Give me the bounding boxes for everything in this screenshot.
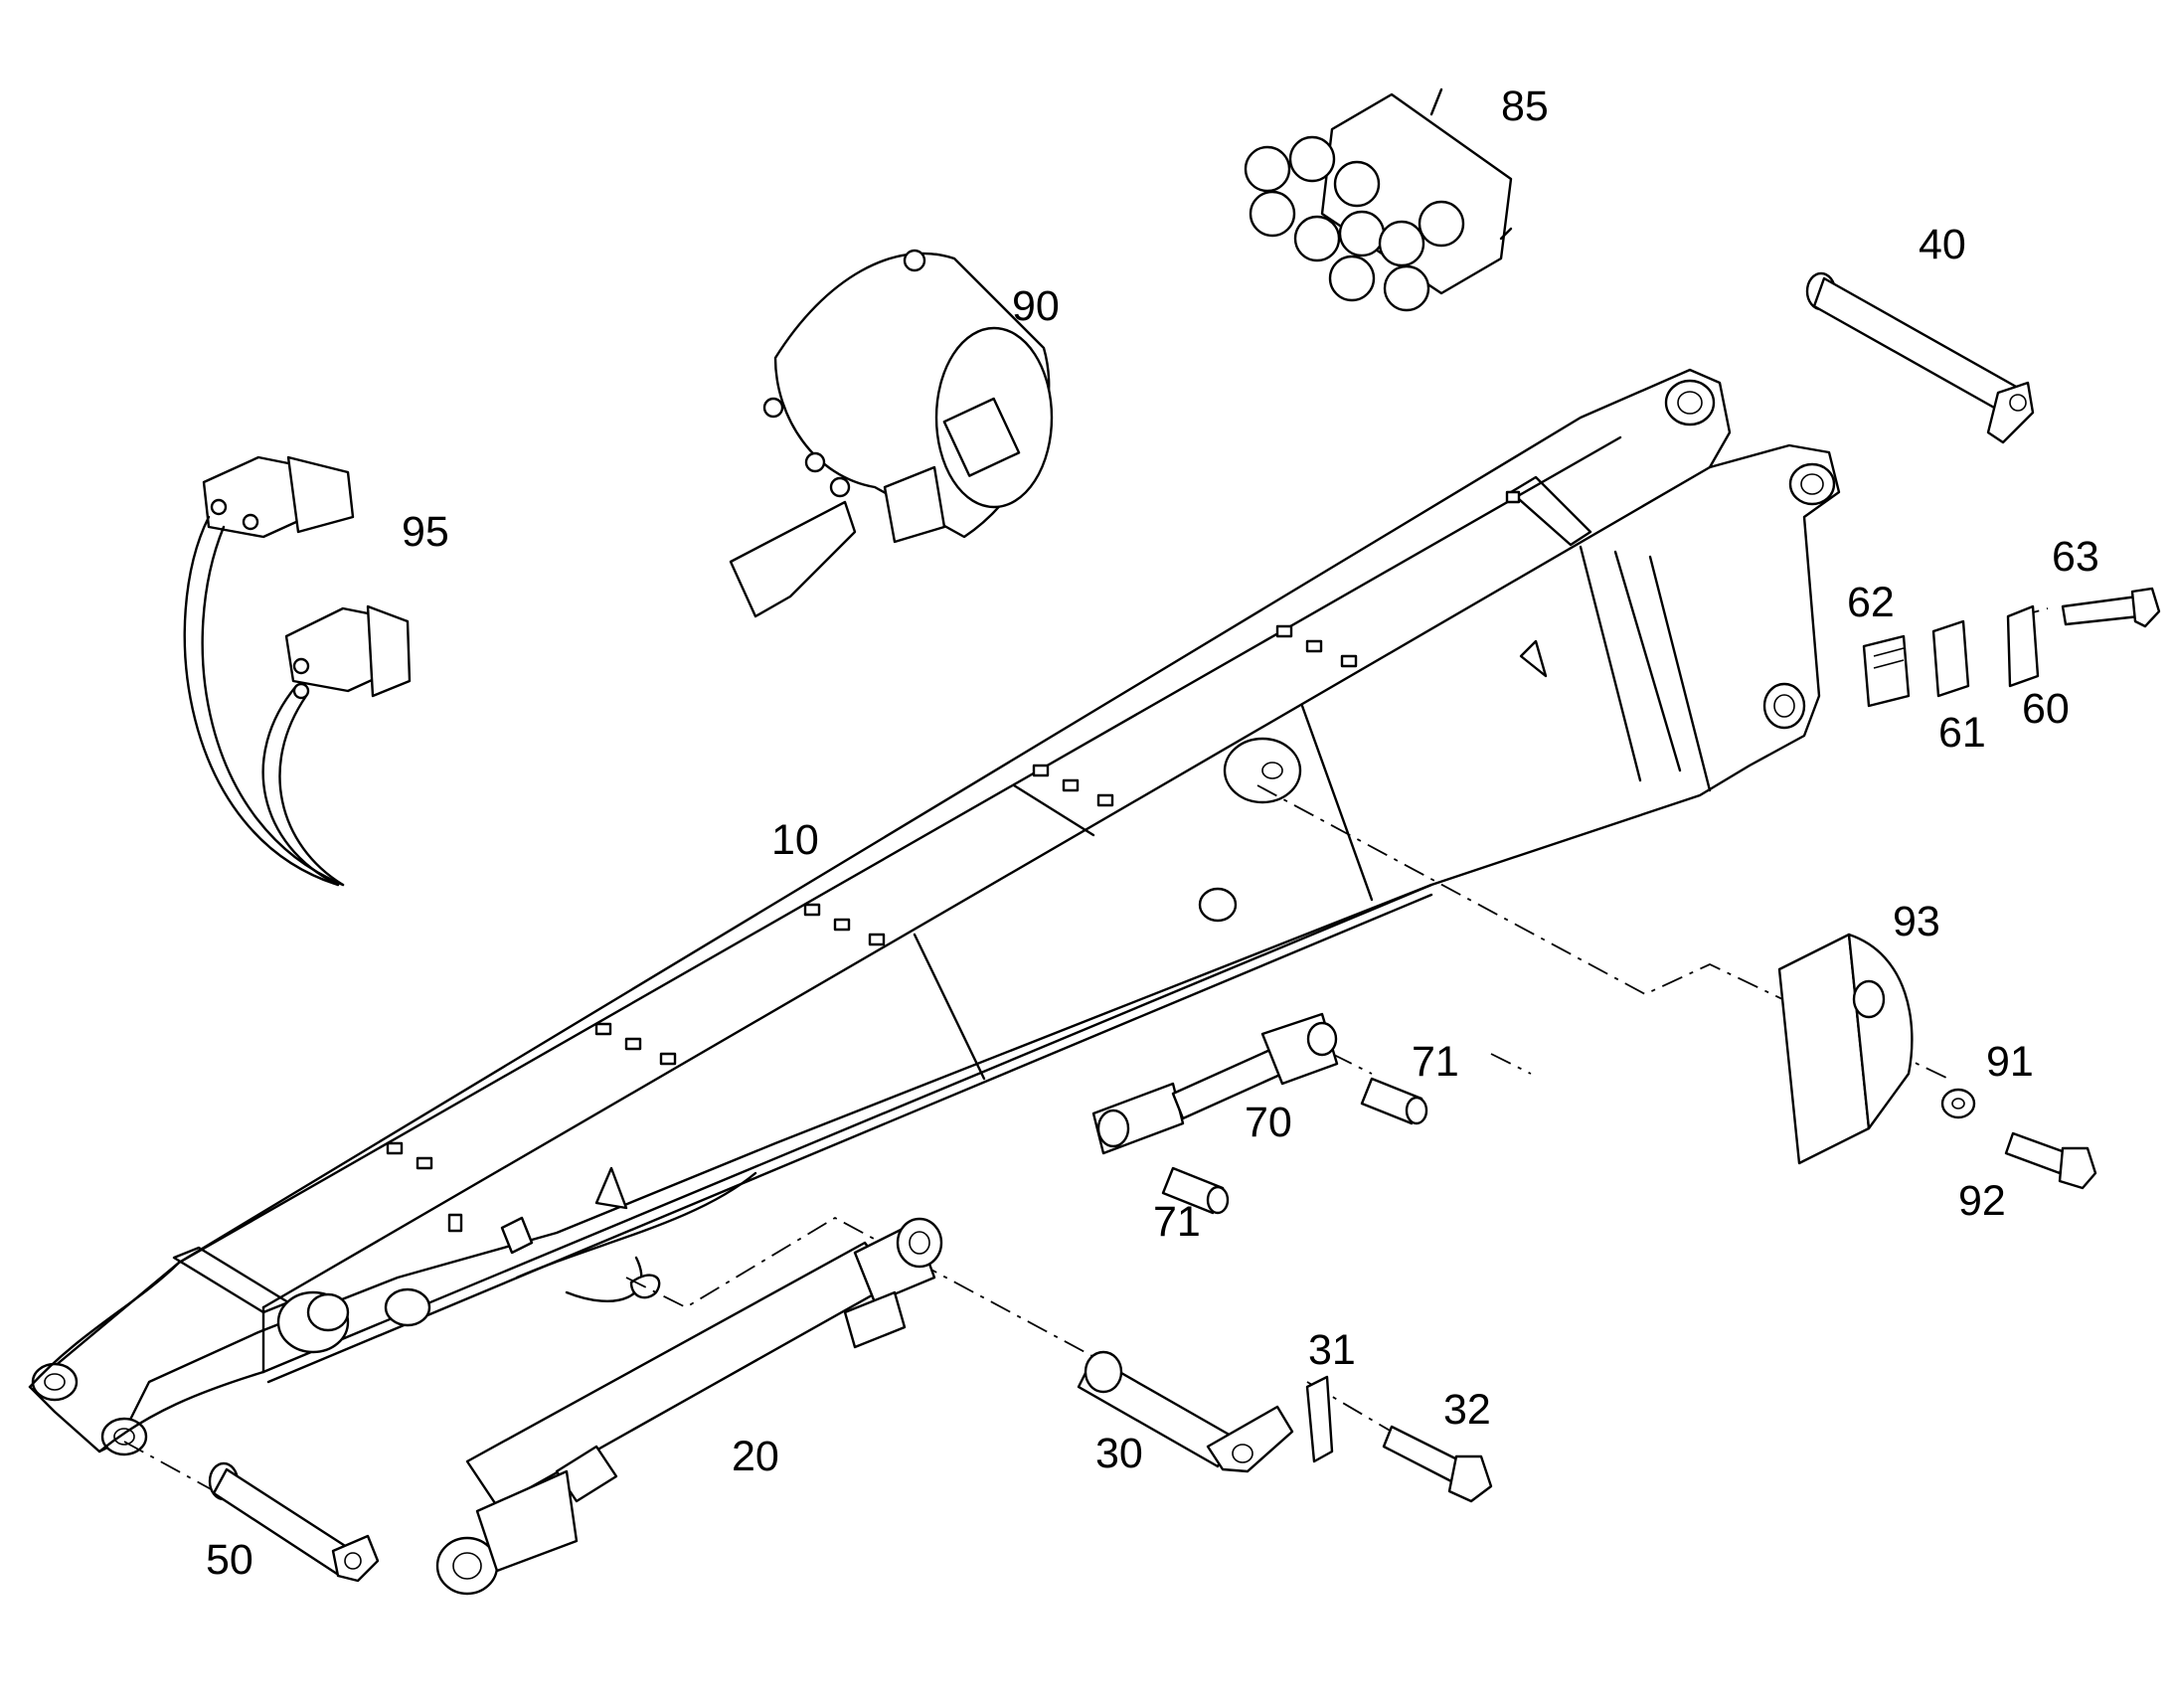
bolt-63-part [2061,587,2161,628]
callout-93: 93 [1893,898,1940,945]
motor-90-part [729,249,1054,618]
pin-50-part [208,1461,380,1583]
callout-20: 20 [732,1433,779,1480]
valve-block-85-part [1244,87,1513,312]
connectors-95-part [183,455,412,887]
shim-61-part [1931,619,1970,698]
shim-60-part [2006,604,2040,688]
callout-30: 30 [1095,1430,1143,1477]
hydraulic-cylinder-part [435,1217,943,1596]
callout-40: 40 [1919,221,1966,268]
turnbuckle-70-part [1091,1012,1339,1155]
washer-91-part [1940,1088,1976,1119]
callout-90: 90 [1012,282,1060,330]
callout-71-upper: 71 [1412,1038,1459,1086]
bolt-92-part [2004,1131,2097,1190]
pin-30-part [1077,1350,1294,1473]
pin-71-lower-part [1161,1166,1230,1215]
callout-60: 60 [2022,685,2070,733]
bolt-32-part [1382,1425,1493,1503]
callout-31: 31 [1308,1326,1356,1374]
callout-95: 95 [402,508,449,556]
pin-71-upper-part [1360,1077,1428,1125]
boom-arm-part [28,368,1841,1456]
callout-91: 91 [1986,1038,2034,1086]
shim-62-part [1862,634,1911,708]
callout-61: 61 [1938,709,1986,757]
callout-10: 10 [771,816,819,864]
callout-85: 85 [1501,83,1549,130]
callout-32: 32 [1443,1386,1491,1434]
callout-63: 63 [2052,533,2099,581]
bracket-93-part [1777,933,1914,1165]
plate-31-part [1305,1375,1334,1463]
callout-71-lower: 71 [1153,1198,1201,1246]
callout-50: 50 [206,1536,253,1584]
callout-70: 70 [1245,1099,1292,1146]
callout-92: 92 [1958,1177,2006,1225]
callout-62: 62 [1847,579,1895,626]
pin-40-part [1805,271,2035,444]
